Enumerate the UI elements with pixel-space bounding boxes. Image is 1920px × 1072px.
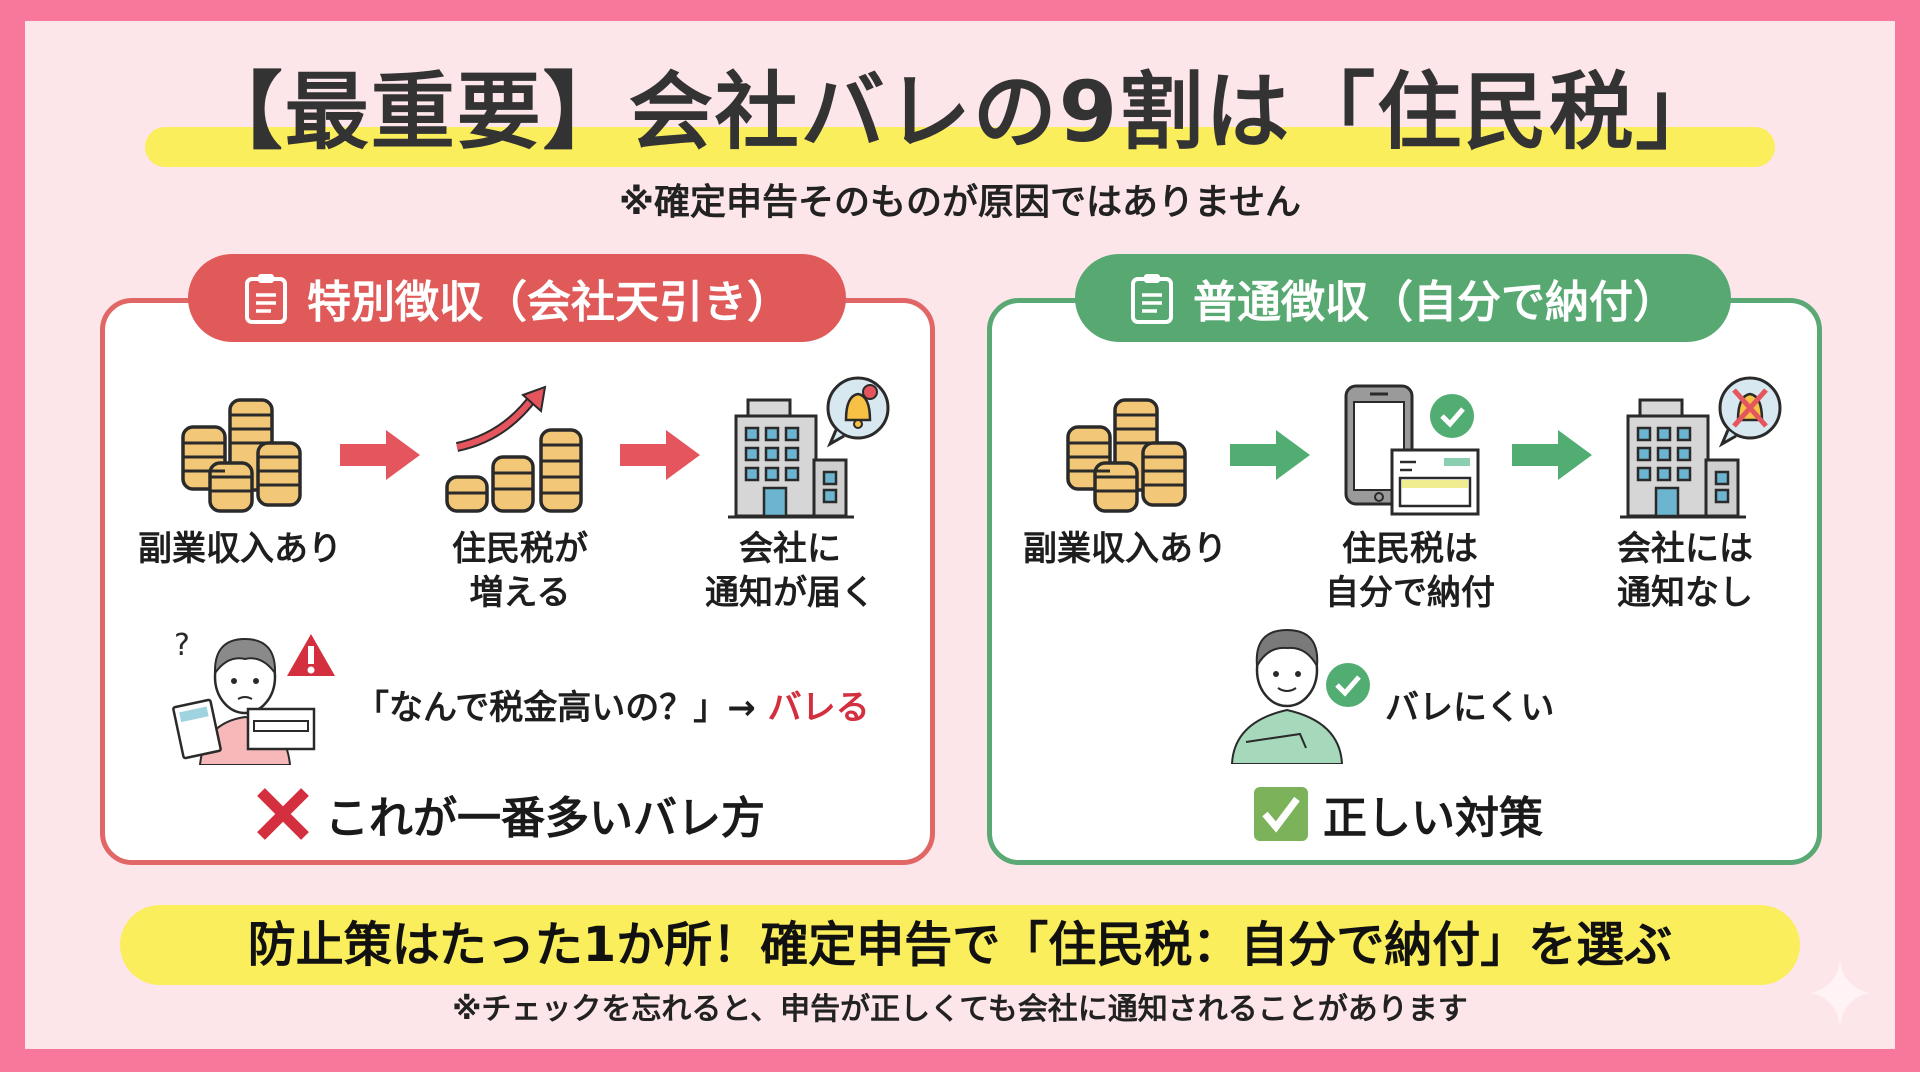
footnote: ※チェックを忘れると、申告が正しくても会社に通知されることがあります xyxy=(452,992,1468,1027)
building-no-bell-icon xyxy=(1620,376,1782,519)
calm-person-icon xyxy=(1230,628,1344,764)
step-label: 会社には 通知なし xyxy=(1617,529,1753,613)
page-title: 【最重要】会社バレの9割は「住民税」 xyxy=(198,63,1722,161)
clipboard-icon xyxy=(245,274,287,324)
scene-text: バレにくい xyxy=(1385,688,1555,728)
page-subtitle: ※確定申告そのものが原因ではありません xyxy=(619,182,1301,223)
card-title: 普通徴収（自分で納付） xyxy=(1193,277,1677,328)
arrow-right-icon xyxy=(340,430,420,480)
checkbox-icon xyxy=(1254,787,1308,841)
sparkle-icon xyxy=(1810,960,1870,1026)
check-circle-icon xyxy=(1326,663,1370,707)
right-verdict: 正しい対策 xyxy=(1253,782,1543,846)
step-label: 副業収入あり xyxy=(1023,529,1227,569)
step-label: 住民税が 増える xyxy=(452,529,588,613)
svg-text:?: ? xyxy=(174,628,190,663)
normal-collection-header: 普通徴収（自分で納付） xyxy=(1075,254,1731,342)
special-collection-card xyxy=(100,298,935,865)
prevention-banner: 防止策はたった1か所！確定申告で「住民税：自分で納付」を選ぶ xyxy=(247,917,1673,973)
coins-icon xyxy=(1066,398,1187,513)
scene-quote: 「なんで税金高いの？」→ バレる xyxy=(355,688,870,728)
special-collection-header: 特別徴収（会社天引き） xyxy=(188,254,846,342)
phone-payment-icon xyxy=(1344,384,1480,516)
step-label: 住民税は 自分で納付 xyxy=(1325,529,1495,613)
cross-icon xyxy=(257,788,309,840)
warning-icon xyxy=(287,634,335,676)
confused-person-icon: ? xyxy=(172,628,316,765)
exposed-text: バレる xyxy=(767,688,870,728)
left-verdict: これが一番多いバレ方 xyxy=(255,782,765,846)
arrow-right-icon xyxy=(1512,430,1592,480)
card-title: 特別徴収（会社天引き） xyxy=(307,277,791,328)
step-label: 会社に 通知が届く xyxy=(705,529,875,613)
bottom-highlight xyxy=(120,905,1800,985)
coins-icon xyxy=(181,398,302,513)
arrow-right-icon xyxy=(620,430,700,480)
step-label: 副業収入あり xyxy=(138,529,342,569)
arrow-right-icon xyxy=(1230,430,1310,480)
title-highlight xyxy=(145,127,1775,167)
building-bell-icon xyxy=(728,376,890,519)
clipboard-icon xyxy=(1131,274,1173,324)
coins-rising-icon xyxy=(445,385,583,513)
